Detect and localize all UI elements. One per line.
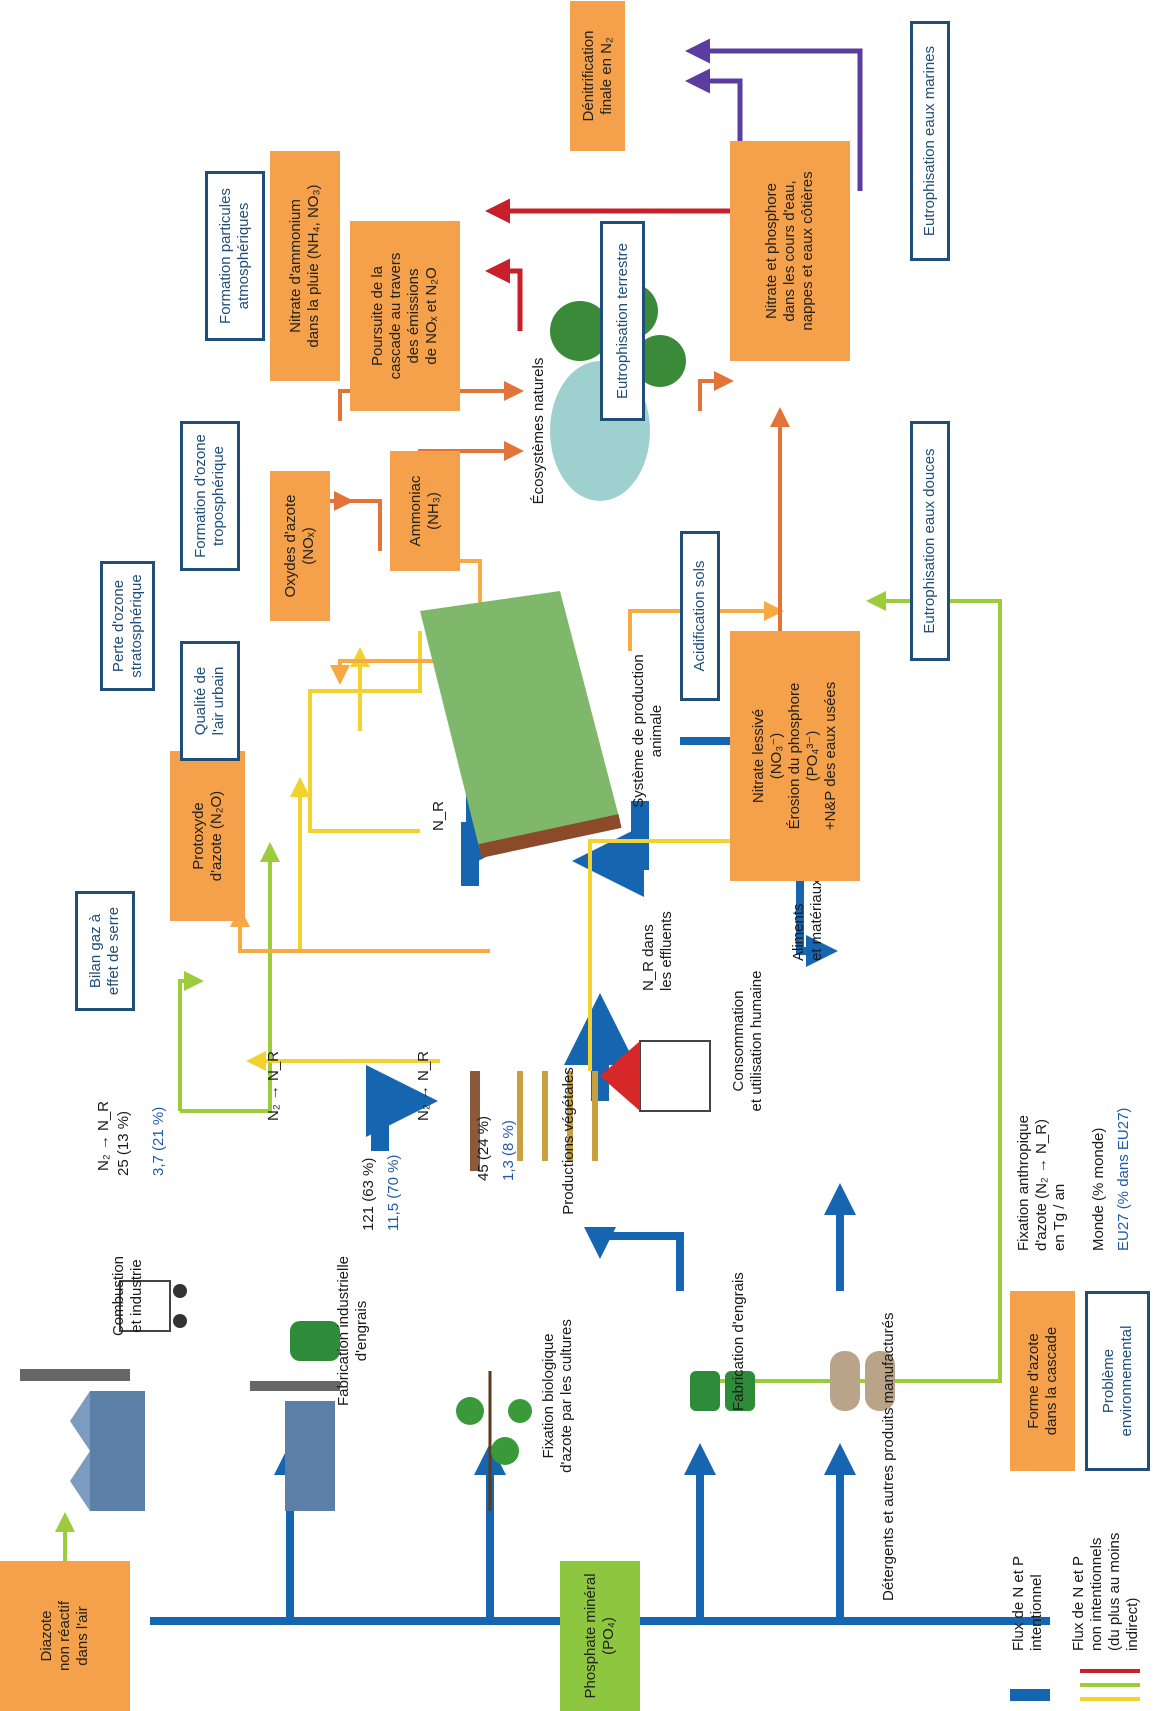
legend-unintentional-label: Flux de N et P non intentionnels (du plu… <box>1070 1532 1141 1651</box>
livestock-to-leached-arrow <box>628 601 784 651</box>
urban-air-problem: Qualité de l'air urbain <box>180 641 240 761</box>
livestock-label: Système de production animale <box>630 654 665 808</box>
biological-eu-value: 1,3 (8 %) <box>500 1120 517 1181</box>
rain-to-ecosystems-arrow <box>338 381 524 421</box>
source-air: Diazote non réactif dans l'air <box>0 1561 130 1711</box>
detergents-label: Détergents et autres produits manufactur… <box>880 1312 897 1602</box>
legume-plants-icon <box>456 1371 532 1511</box>
fert-making-label: Fabrication d'engrais <box>730 1272 747 1411</box>
terrestrial-eutrophication-problem: Eutrophisation terrestre <box>600 221 645 421</box>
waters-box: Nitrate et phosphore dans les cours d'ea… <box>730 141 850 361</box>
nr-label: N_R <box>430 800 447 831</box>
nh3-box: Ammoniac (NH₃) <box>390 451 460 571</box>
crops-yellow-loop <box>308 631 422 833</box>
legend-red-swatch <box>1080 1669 1140 1673</box>
combustion-eu-value: 3,7 (21 %) <box>150 1106 167 1176</box>
legend: Flux de N et P intentionnel Flux de N et… <box>990 931 1166 1711</box>
waters-to-denitrification-arrow-2 <box>685 38 863 191</box>
rain-nitrate-box: Nitrate d'ammonium dans la pluie (NH₄, N… <box>270 151 340 381</box>
particles-problem: Formation particules atmosphériques <box>205 171 265 341</box>
fertilizer-sacks-icon <box>690 1371 755 1411</box>
combustion-to-nox-arrow <box>180 842 280 1113</box>
house-icon <box>600 1040 711 1112</box>
freshwater-eutrophication-problem: Eutrophisation eaux douces <box>910 421 950 661</box>
combustion-label: Combustion et industrie <box>110 1255 145 1337</box>
crops-to-nox-arrow <box>290 777 440 953</box>
fixation-arrow-label-1: N₂ → N_R <box>95 1101 112 1171</box>
ecosystems-to-waters-arrow <box>698 371 734 411</box>
legend-intentional-swatch <box>1010 1689 1050 1701</box>
trop-ozone-problem: Formation d'ozone troposphérique <box>180 421 240 571</box>
ghg-problem: Bilan gaz à effet de serre <box>75 891 135 1011</box>
fixation-arrow-label-3: N₂ → N_R <box>415 1051 432 1121</box>
legend-problem-box: Problème environnemental <box>1085 1291 1150 1471</box>
crops-to-leached-arrow <box>588 831 784 1071</box>
farm-icon <box>420 591 622 858</box>
biological-world-value: 45 (24 %) <box>475 1115 492 1181</box>
source-phosphate: Phosphate minéral (PO₄) <box>560 1561 640 1711</box>
natural-ecosystems-label: Écosystèmes naturels <box>530 357 547 505</box>
fixation-arrow-label-2: N₂ → N_R <box>265 1051 282 1121</box>
strat-ozone-problem: Perte d'ozone stratosphérique <box>100 561 155 691</box>
detergent-logs-icon <box>830 1351 895 1411</box>
legend-fixation-title: Fixation anthropique d'azote (N₂ → N_R) … <box>1015 1115 1068 1251</box>
cascade-box: Poursuite de la cascade au travers des é… <box>350 221 460 411</box>
combustion-to-n2o-arrow <box>178 971 204 1111</box>
crops-label: Productions végétales <box>560 1067 577 1215</box>
bio-fixation-label: Fixation biologique d'azote par les cult… <box>540 1319 575 1473</box>
legend-eu: EU27 (% dans EU27) <box>1115 1107 1132 1251</box>
leached-nitrate-box: Nitrate lessivé (NO₃⁻) Érosion du phosph… <box>730 631 860 881</box>
human-label: Consommation et utilisation humaine <box>730 970 765 1112</box>
industrial-fert-label: Fabrication industrielle d'engrais <box>335 1255 370 1407</box>
marine-eutrophication-problem: Eutrophisation eaux marines <box>910 21 950 261</box>
denitrification-box: Dénitrification finale en N₂ <box>570 1 625 151</box>
legend-green-swatch <box>1080 1683 1140 1687</box>
legend-yellow-swatch <box>1080 1697 1140 1701</box>
industrial-fixation-arrow <box>366 1065 438 1151</box>
legend-intentional-label: Flux de N et P intentionnel <box>1010 1555 1045 1651</box>
legend-world: Monde (% monde) <box>1090 1127 1107 1251</box>
nr-effluents-label: N_R dans les effluents <box>640 911 675 991</box>
legend-form-box: Forme d'azote dans la cascade <box>1010 1291 1075 1471</box>
combustion-world-value: 25 (13 %) <box>115 1110 132 1176</box>
industrial-eu-value: 11,5 (70 %) <box>385 1154 402 1231</box>
nh3-to-rain-arrow <box>350 499 382 551</box>
factory-icon <box>20 1369 145 1511</box>
effluents-to-crops-arrow <box>572 801 649 897</box>
truck-icon <box>119 1280 187 1332</box>
fertilizer-factory-icon <box>250 1321 340 1511</box>
ecosystems-to-cascade-arrow <box>485 258 523 331</box>
n2o-box: Protoxyde d'azote (N₂O) <box>170 751 245 921</box>
fert-to-crops-arrow <box>584 1227 684 1291</box>
wheat-icon <box>470 1071 598 1171</box>
nox-box: Oxydes d'azote (NOₓ) <box>270 471 330 621</box>
livestock-to-n2o-arrow <box>230 907 490 953</box>
soil-acidification-problem: Acidification sols <box>680 531 720 701</box>
industrial-world-value: 121 (63 %) <box>360 1157 377 1231</box>
